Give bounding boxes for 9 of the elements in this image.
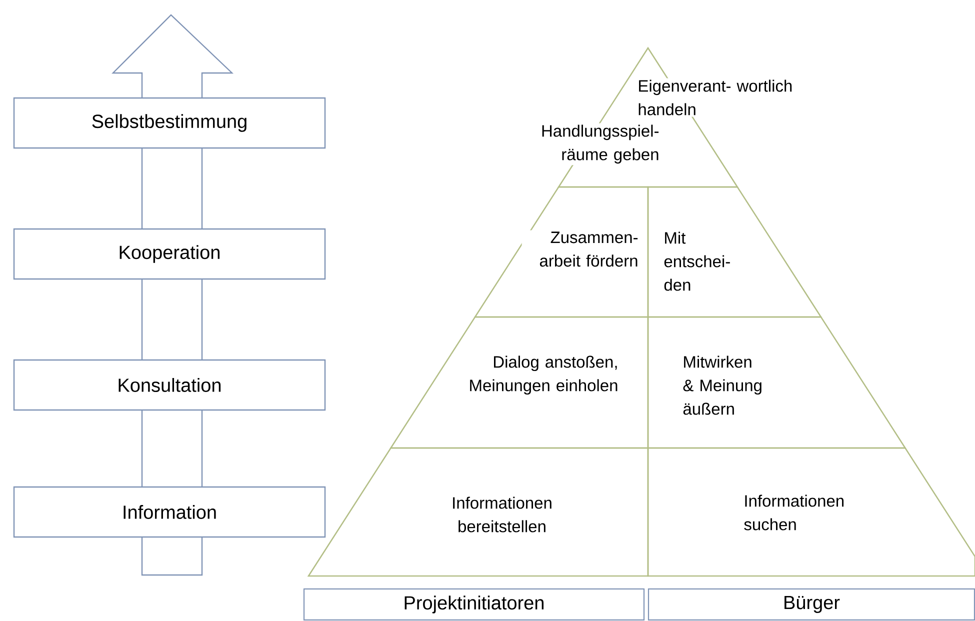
level-box: Information	[13, 486, 326, 538]
level-box: Kooperation	[13, 228, 326, 280]
level-box: Konsultation	[13, 359, 326, 411]
column-box: Projektinitiatoren	[303, 588, 645, 621]
pyramid-level: Mitwirken & Meinung äußern	[647, 316, 906, 449]
level-box: Selbstbestimmung	[13, 97, 326, 149]
column-box: Bürger	[648, 588, 975, 621]
pyramid-level: Mit entschei- den	[647, 186, 822, 318]
pyramid-level: Informationen suchen	[647, 447, 975, 577]
